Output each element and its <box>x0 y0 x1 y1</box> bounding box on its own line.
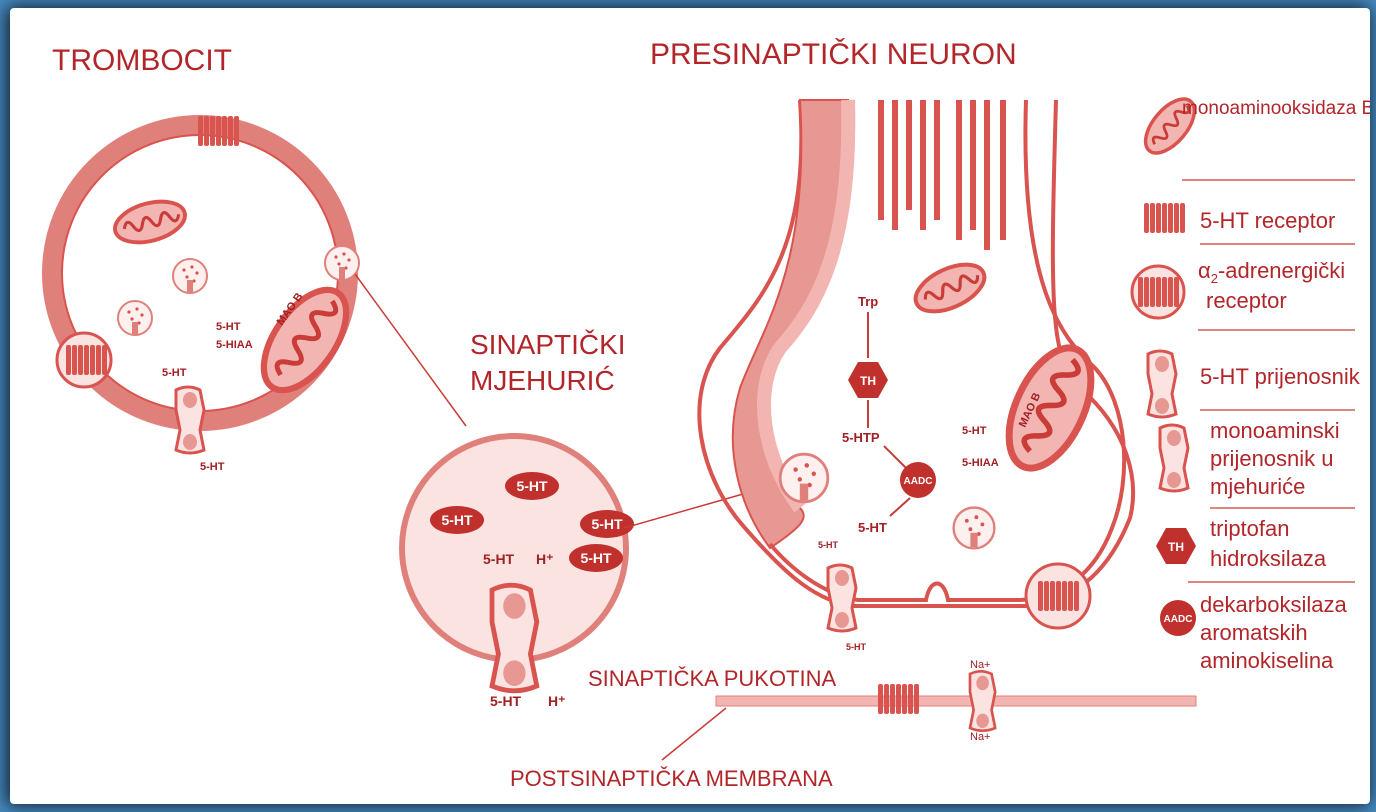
platelet-transporter-5ht-bottom: 5-HT <box>200 461 225 473</box>
legend-mao-text: monoaminooksidaza B <box>1182 98 1370 119</box>
vesicle-5ht-pill-4: 5-HT <box>569 544 623 572</box>
platelet-mitochondrion-small-icon <box>110 195 189 250</box>
vesicle-title-line-1: SINAPTIČKI <box>470 329 626 360</box>
svg-text:TH: TH <box>1168 540 1184 554</box>
platelet-vesicle-icon-2 <box>118 301 152 335</box>
trp-label: Trp <box>858 294 878 309</box>
neuron-alpha-receptor-icon <box>1026 564 1090 628</box>
legend-aadc-text-3: aminokiselina <box>1200 648 1334 673</box>
svg-text:5-HT: 5-HT <box>441 512 473 528</box>
postsynaptic-pointer <box>662 708 726 760</box>
sodium-channel-icon <box>970 671 995 730</box>
sodium-top-label: Na+ <box>970 659 991 671</box>
platelet-receptor-icon <box>198 116 239 146</box>
neuron-5ht-mito-label: 5-HT <box>962 425 987 437</box>
svg-text:AADC: AADC <box>1164 614 1193 625</box>
vesicle-proton-bottom-label: H⁺ <box>548 693 566 709</box>
legend-th-text-2: hidroksilaza <box>1210 546 1327 571</box>
neuron-5hiaa-label: 5-HIAA <box>962 457 999 469</box>
neuron-transporter-5ht-top: 5-HT <box>818 540 839 550</box>
legend-receptor-icon <box>1144 203 1185 233</box>
legend-aadc-text-1: dekarboksilaza <box>1200 592 1348 617</box>
legend-aadc-icon: AADC <box>1160 600 1196 636</box>
vesicle-5ht-bottom-label: 5-HT <box>490 693 522 709</box>
neuron-mitochondrion-icon <box>992 335 1107 480</box>
vesicle-proton-top-label: H⁺ <box>536 551 554 567</box>
vesicle-5ht-pill-2: 5-HT <box>430 506 484 534</box>
neuron-vesicle-icon-1 <box>780 454 828 502</box>
platelet-5hiaa-label: 5-HIAA <box>216 339 253 351</box>
platelet-vesicle-icon-1 <box>173 259 207 293</box>
svg-text:5-HT: 5-HT <box>516 478 548 494</box>
vesicle-vmat-icon <box>492 585 537 691</box>
platelet-transporter-5ht-top: 5-HT <box>162 367 187 379</box>
platelet-transporter-icon <box>176 387 204 453</box>
postsynaptic-membrane-bar <box>716 696 1196 706</box>
platelet-title: TROMBOCIT <box>52 44 232 77</box>
5htp-label: 5-HTP <box>842 430 880 445</box>
serotonin-synapse-diagram: MAO B 5-HT 5-HIAA 5-HT 5-HT 5-HT 5-HT 5-… <box>10 8 1370 804</box>
th-enzyme-icon: TH <box>848 362 888 398</box>
legend-vmat-text-3: mjehuriće <box>1210 474 1305 499</box>
legend-aadc-text-2: aromatskih <box>1200 620 1308 645</box>
legend-th-icon: TH <box>1156 528 1196 564</box>
platelet-alpha-receptor-icon <box>57 333 111 387</box>
legend-transporter-text: 5-HT prijenosnik <box>1200 364 1361 389</box>
vesicle-5ht-top-label: 5-HT <box>483 551 515 567</box>
svg-text:5-HT: 5-HT <box>580 550 612 566</box>
neuron-transporter-icon <box>828 565 856 631</box>
svg-text:TH: TH <box>860 374 876 388</box>
vesicle-5ht-pill-3: 5-HT <box>580 510 634 538</box>
legend-receptor-text: 5-HT receptor <box>1200 208 1335 233</box>
postsynaptic-title: POSTSINAPTIČKA MEMBRANA <box>510 766 833 791</box>
legend: monoaminooksidaza B 5-HT receptor α2-adr… <box>1132 91 1370 673</box>
legend-alpha-receptor-icon <box>1132 266 1184 318</box>
htp-arrow <box>884 446 908 470</box>
legend-alpha-text-1: α2-adrenergički <box>1198 258 1345 286</box>
neuron-transporter-5ht-bottom: 5-HT <box>846 642 867 652</box>
diagram-canvas: MAO B 5-HT 5-HIAA 5-HT 5-HT 5-HT 5-HT 5-… <box>10 8 1370 804</box>
vesicle-title-line-2: MJEHURIĆ <box>470 365 615 396</box>
sodium-bottom-label: Na+ <box>970 731 991 743</box>
svg-text:AADC: AADC <box>904 476 933 487</box>
platelet-vesicle-pointer <box>355 274 466 426</box>
aadc-arrow <box>890 498 910 516</box>
neuron-mitochondrion-small-icon <box>909 255 992 321</box>
vesicle-5ht-pill-1: 5-HT <box>505 472 559 500</box>
legend-th-text-1: triptofan <box>1210 516 1290 541</box>
legend-transporter-icon <box>1148 351 1176 417</box>
neuron-axon-filaments <box>878 100 1006 250</box>
platelet-5ht-label: 5-HT <box>216 321 241 333</box>
svg-text:5-HT: 5-HT <box>591 516 623 532</box>
cleft-title: SINAPTIČKA PUKOTINA <box>588 666 836 691</box>
legend-vmat-text-1: monoaminski <box>1210 418 1340 443</box>
platelet-vesicle-icon-3 <box>325 246 359 280</box>
legend-vmat-icon <box>1160 425 1188 491</box>
neuron-5ht-product-label: 5-HT <box>858 520 887 535</box>
neuron-vesicle-icon-2 <box>954 508 995 549</box>
postsynaptic-receptor-icon <box>878 684 919 714</box>
aadc-enzyme-icon: AADC <box>900 462 936 498</box>
presynaptic-title: PRESINAPTIČKI NEURON <box>650 37 1017 71</box>
legend-vmat-text-2: prijenosnik u <box>1210 446 1334 471</box>
legend-alpha-text-2: receptor <box>1206 288 1287 313</box>
